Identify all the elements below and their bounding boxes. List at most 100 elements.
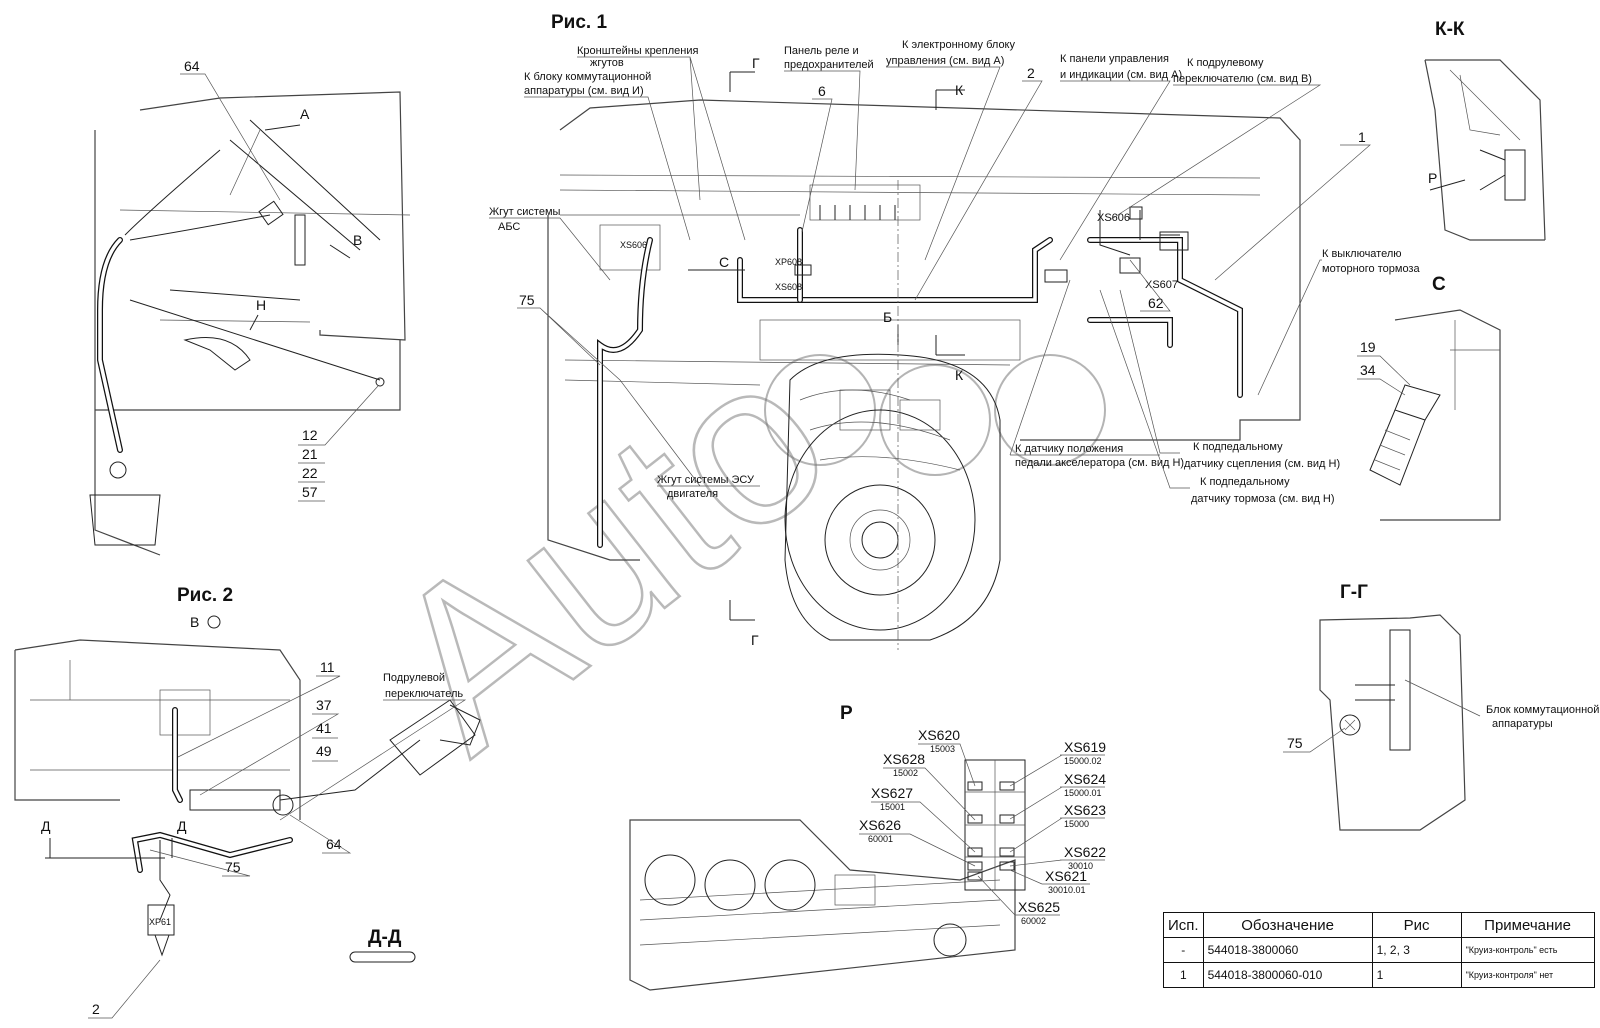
svg-text:К: К [955,367,964,383]
svg-text:Auto: Auto [342,305,873,799]
view-r: Р XS620 15003 XS619 15000.02 [629,703,1106,991]
view-r-title: Р [840,703,853,724]
spec-table-header: Исп. Обозначение Рис Примечание [1163,912,1595,938]
view-arrow-n: Н [256,297,266,313]
svg-text:Г: Г [751,632,759,648]
callout-esu-1: Жгут системы ЭСУ [657,474,755,486]
header-note: Примечание [1460,912,1595,938]
part-number-19: 19 [1360,339,1376,355]
part-number-49: 49 [316,743,332,759]
svg-text:15000.02: 15000.02 [1064,756,1102,766]
svg-text:60001: 60001 [868,834,893,844]
svg-text:21: 21 [302,446,318,462]
svg-text:Б: Б [883,309,892,325]
table-row: 1 544018-3800060-010 1 "Круиз-контроля" … [1163,962,1595,988]
cab-outline [559,99,1301,441]
callout-control-panel-1: К панели управления [1060,53,1169,65]
svg-text:12: 12 [302,427,318,443]
part-number-2-fig1: 2 [1027,65,1035,81]
svg-text:XP608: XP608 [775,257,802,267]
view-pedal-area: 64 А В Н 12 21 22 57 [89,58,411,556]
section-gg: Г-Г Блок коммутационной аппаратуры 75 [1283,582,1599,831]
part-number-34: 34 [1360,362,1376,378]
svg-text:XS625: XS625 [1018,899,1060,915]
section-c-title: С [1432,274,1446,295]
svg-text:15002: 15002 [893,768,918,778]
svg-text:XS619: XS619 [1064,739,1106,755]
svg-text:XS626: XS626 [859,817,901,833]
part-number-37: 37 [316,697,332,713]
svg-text:XS623: XS623 [1064,802,1106,818]
section-gg-title: Г-Г [1340,582,1368,603]
view-arrow-v: В [353,232,362,248]
part-number-64-top: 64 [184,58,200,74]
svg-text:30010: 30010 [1068,861,1093,871]
svg-text:XS620: XS620 [918,727,960,743]
xs-connector-label: XS608 [775,282,802,292]
callout-control-panel-2: и индикации (см. вид А) [1060,69,1182,81]
svg-text:XS606: XS606 [620,240,647,250]
view-arrow-p: Р [1428,170,1437,186]
callout-ecu-2: управления (см. вид А) [886,55,1004,67]
callout-switch-block-2: аппаратуры (см. вид И) [524,85,644,97]
svg-text:15000: 15000 [1064,819,1089,829]
rotate-view-icon [207,615,221,629]
callout-accel-1: К датчику положения [1015,443,1123,455]
callout-clutch-2: датчику сцепления (см. вид Н) [1184,458,1340,470]
callout-abs-1: Жгут системы [489,206,561,218]
svg-text:15003: 15003 [930,744,955,754]
callout-engine-brake-2: моторного тормоза [1322,263,1420,275]
steering-switch-label-2: переключатель [385,688,463,700]
cell-designation: 544018-3800060-010 [1202,962,1373,988]
section-marker-b: Б [883,309,899,345]
svg-text:Д: Д [177,818,187,834]
figure-2-title: Рис. 2 [177,585,233,606]
cell-figure: 1, 2, 3 [1371,937,1462,963]
svg-text:Г: Г [752,55,760,71]
callout-relay-panel-1: Панель реле и [784,45,859,57]
callout-brackets-2: жгутов [590,57,624,69]
callout-brake-2: датчику тормоза (см. вид Н) [1191,493,1335,505]
specification-table: Исп. Обозначение Рис Примечание - 544018… [1163,912,1595,988]
xs607-label: XS607 [1145,279,1178,291]
cell-variant: 1 [1163,962,1204,988]
callout-relay-panel-2: предохранителей [784,59,874,71]
svg-text:XP61: XP61 [149,917,171,927]
callout-clutch-1: К подпедальному [1193,441,1283,453]
header-figure: Рис [1371,912,1462,938]
part-number-75-fig1: 75 [519,292,535,308]
svg-text:60002: 60002 [1021,916,1046,926]
cell-designation: 544018-3800060 [1202,937,1373,963]
header-variant: Исп. [1163,912,1204,938]
section-kk: К-К Р [1424,19,1546,241]
section-marker-d-right: Д [171,818,187,858]
part-number-2-fig2: 2 [92,1001,100,1017]
figure-1: Рис. 1 [489,12,1420,650]
callout-brake-1: К подпедальному [1200,476,1290,488]
section-dd-title: Д-Д [368,927,402,948]
section-c: С 19 34 [1357,274,1501,521]
header-designation: Обозначение [1202,912,1373,938]
part-number-6: 6 [818,83,826,99]
svg-text:XS622: XS622 [1064,844,1106,860]
part-number-64-fig2: 64 [326,836,342,852]
callout-steering-switch-1: К подрулевому [1187,57,1264,69]
section-marker-g-top: Г [729,55,760,92]
xp61-connector [147,904,175,936]
callout-brackets-1: Кронштейны крепления [577,45,699,57]
callout-engine-brake-1: К выключателю [1322,248,1402,260]
part-number-1: 1 [1358,129,1366,145]
figure-1-title: Рис. 1 [551,12,607,33]
cell-variant: - [1163,937,1204,963]
cell-note: "Круиз-контроля" нет [1460,962,1595,988]
harness-75-section [1339,714,1361,736]
svg-text:К: К [955,82,964,98]
figure-2: Рис. 2 В XP61 Подрулевой переключатель 1… [14,585,481,1019]
svg-text:15001: 15001 [880,802,905,812]
section-marker-k-bottom: К [935,335,965,383]
svg-text:С: С [719,254,729,270]
switch-block-shape [1389,629,1411,751]
callout-switch-block-1: К блоку коммутационной [524,71,651,83]
switch-block-label-2: аппаратуры [1492,718,1553,730]
